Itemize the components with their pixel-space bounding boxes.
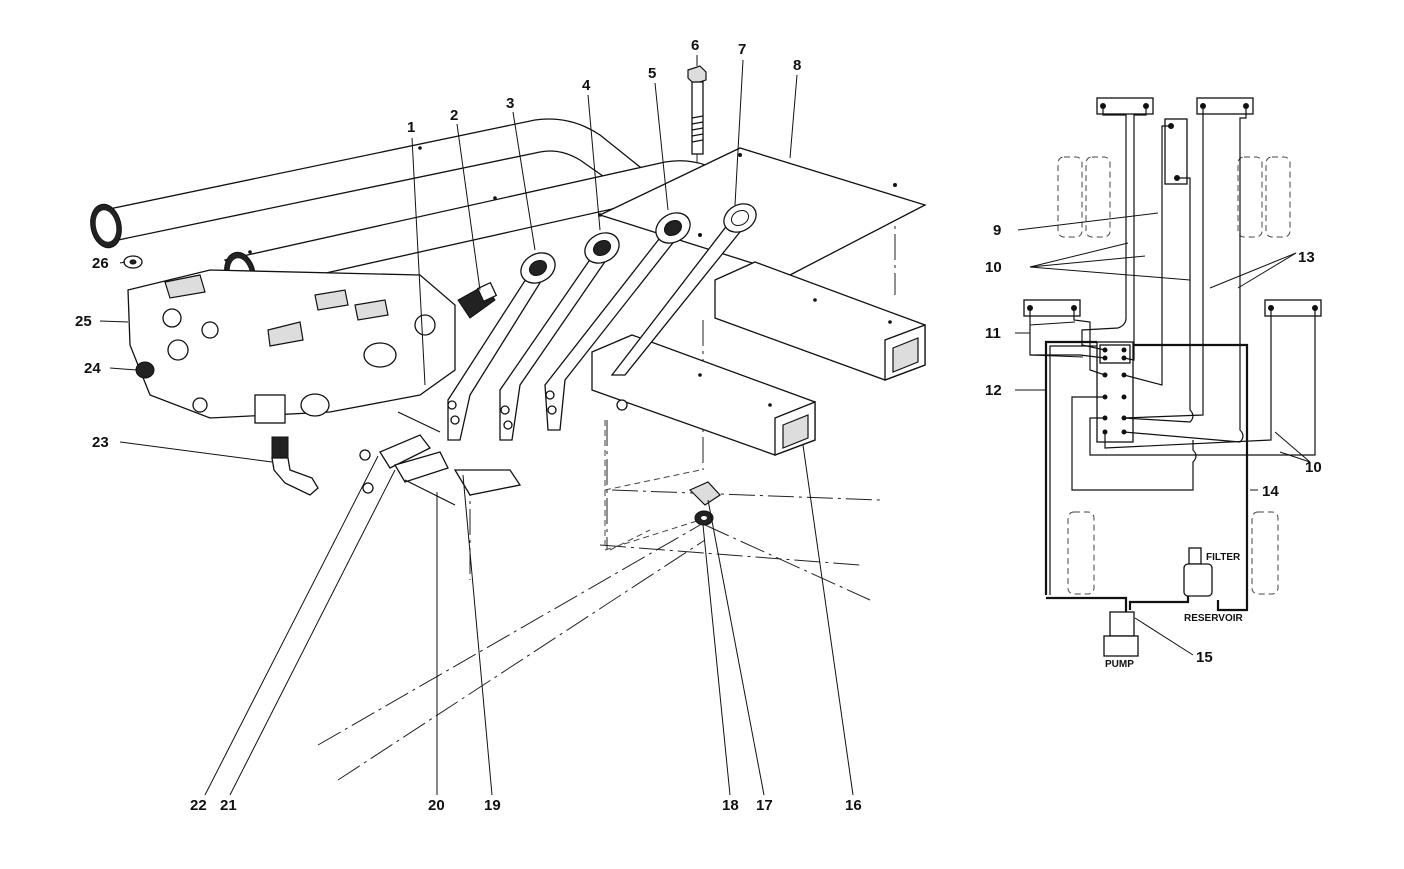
- callout-3: 3: [506, 95, 514, 112]
- callout-7: 7: [738, 41, 746, 58]
- control-lever-7: [610, 203, 757, 376]
- square-tube-lower: [591, 334, 816, 456]
- callout-13: 13: [1298, 249, 1315, 266]
- callout-numbers: 1 2 3 4 5 6 7 8 26 25 24 23 22 21 20 19 …: [75, 37, 862, 814]
- callout-5: 5: [648, 65, 656, 82]
- valve-block: [1096, 341, 1134, 443]
- callout-2: 2: [450, 107, 458, 124]
- callout-9: 9: [993, 222, 1001, 239]
- callout-21: 21: [220, 797, 237, 814]
- callout-26: 26: [92, 255, 109, 272]
- exploded-assembly: 1 2 3 4 5 6 7 8 26 25 24 23 22 21 20 19 …: [75, 37, 927, 814]
- bolt: [687, 65, 707, 155]
- schematic-leader-lines: [1015, 212, 1311, 656]
- pump-label: PUMP: [1105, 659, 1134, 670]
- callout-20: 20: [428, 797, 445, 814]
- control-lever-5: [544, 212, 691, 431]
- hydraulic-cylinders: [1023, 97, 1322, 317]
- callout-19: 19: [484, 797, 501, 814]
- callout-17: 17: [756, 797, 773, 814]
- hydraulic-control-valve: [127, 269, 456, 424]
- callout-16: 16: [845, 797, 862, 814]
- filter-label: FILTER: [1206, 552, 1241, 563]
- tire-outlines: [1057, 156, 1291, 595]
- clip-and-nut: [688, 481, 721, 526]
- mounting-plate: [598, 147, 927, 276]
- hydraulic-schematic: 9 10 13 11 12 10 14 15 FILTER RESERVOIR …: [985, 97, 1322, 670]
- elbow-fitting: [271, 436, 319, 496]
- square-tube-upper: [714, 261, 926, 381]
- main-pressure-lines: [1044, 340, 1249, 612]
- phantom-frame: [604, 420, 701, 551]
- schematic-callouts: 9 10 13 11 12 10 14 15 FILTER RESERVOIR …: [985, 222, 1322, 670]
- callout-4: 4: [582, 77, 591, 94]
- callout-12: 12: [985, 382, 1002, 399]
- control-lever-3: [447, 252, 556, 441]
- control-lever-4: [499, 232, 620, 441]
- callout-11: 11: [985, 325, 1001, 342]
- nut-24: [135, 361, 155, 379]
- washer-26: [123, 255, 143, 269]
- hydraulic-lines: [1029, 106, 1316, 491]
- callout-15: 15: [1196, 649, 1213, 666]
- relief-fitting: [457, 281, 498, 319]
- callout-10-top: 10: [985, 259, 1002, 276]
- linkage-parts: [359, 399, 628, 506]
- callout-14: 14: [1262, 483, 1279, 500]
- reservoir-label: RESERVOIR: [1184, 613, 1243, 624]
- leader-lines: [99, 55, 854, 796]
- callout-18: 18: [722, 797, 739, 814]
- callout-1: 1: [407, 119, 415, 136]
- callout-25: 25: [75, 313, 92, 330]
- callout-22: 22: [190, 797, 207, 814]
- callout-6: 6: [691, 37, 699, 54]
- pump: [1103, 611, 1139, 657]
- callout-23: 23: [92, 434, 109, 451]
- callout-24: 24: [84, 360, 101, 377]
- callout-8: 8: [793, 57, 801, 74]
- frame-tube-upper: [90, 118, 651, 254]
- filter: [1183, 547, 1213, 597]
- callout-10-bottom: 10: [1305, 459, 1322, 476]
